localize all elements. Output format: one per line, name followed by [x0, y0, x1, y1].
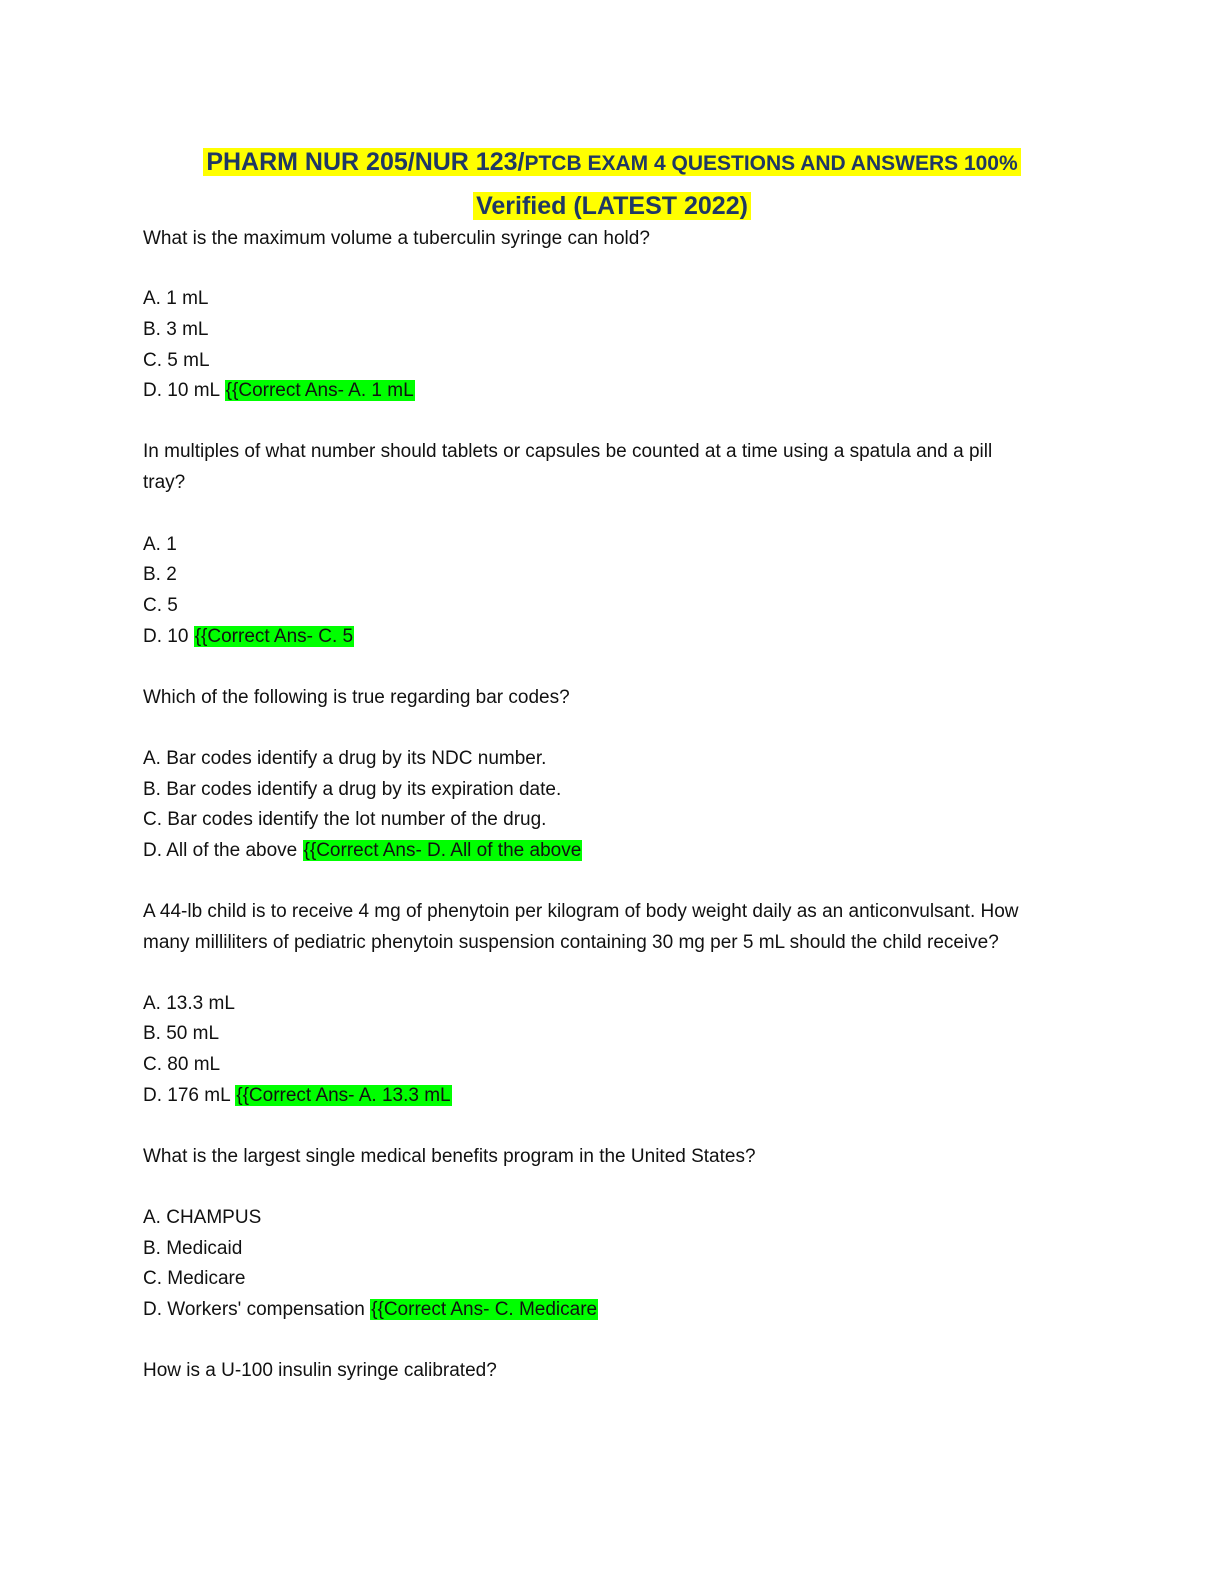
question-1-option-a: A. 1 mL — [143, 288, 209, 309]
question-1-option-b: B. 3 mL — [143, 319, 209, 340]
question-4-option-d: D. 176 mL — [143, 1085, 230, 1106]
question-3-option-c: C. Bar codes identify the lot number of … — [143, 809, 547, 830]
question-2-answer: {{Correct Ans- C. 5 — [193, 626, 355, 647]
question-4-option-c: C. 80 mL — [143, 1054, 221, 1075]
question-4-option-d-row: D. 176 mL {{Correct Ans- A. 13.3 mL — [143, 1081, 452, 1111]
title-highlight: PHARM NUR 205/NUR 123/PTCB EXAM 4 QUESTI… — [203, 148, 1021, 176]
title-part-1: PHARM NUR 205/NUR 123/ — [206, 148, 525, 176]
question-1-text: What is the maximum volume a tuberculin … — [143, 228, 650, 249]
question-5-option-a: A. CHAMPUS — [143, 1207, 262, 1228]
question-1-option-d: D. 10 mL — [143, 380, 220, 401]
question-4-option-a: A. 13.3 mL — [143, 993, 235, 1014]
question-2-text-line-2: tray? — [143, 472, 186, 493]
question-4-answer: {{Correct Ans- A. 13.3 mL — [235, 1085, 452, 1106]
question-3-option-b: B. Bar codes identify a drug by its expi… — [143, 779, 562, 800]
question-5-option-c: C. Medicare — [143, 1268, 246, 1289]
question-4-option-b: B. 50 mL — [143, 1023, 220, 1044]
question-5-option-b: B. Medicaid — [143, 1238, 243, 1259]
question-2-option-d-row: D. 10 {{Correct Ans- C. 5 — [143, 622, 355, 652]
document-title-line-1: PHARM NUR 205/NUR 123/PTCB EXAM 4 QUESTI… — [0, 142, 1224, 184]
question-1-option-d-row: D. 10 mL {{Correct Ans- A. 1 mL — [143, 376, 415, 406]
question-5-answer: {{Correct Ans- C. Medicare — [370, 1299, 599, 1320]
question-3-option-d: D. All of the above — [143, 840, 298, 861]
question-3-option-a: A. Bar codes identify a drug by its NDC … — [143, 748, 547, 769]
question-3-answer: {{Correct Ans- D. All of the above — [302, 840, 583, 861]
title-line-2: Verified (LATEST 2022) — [473, 192, 751, 220]
question-2-option-a: A. 1 — [143, 534, 177, 555]
question-1-answer: {{Correct Ans- A. 1 mL — [224, 380, 415, 401]
question-3-text: Which of the following is true regarding… — [143, 687, 570, 708]
question-3-option-d-row: D. All of the above {{Correct Ans- D. Al… — [143, 836, 583, 866]
title-part-2: PTCB EXAM 4 QUESTIONS AND ANSWERS 100% — [524, 152, 1018, 175]
question-6-text: How is a U-100 insulin syringe calibrate… — [143, 1360, 497, 1381]
question-5-text: What is the largest single medical benef… — [143, 1146, 756, 1167]
document-title-line-2: Verified (LATEST 2022) — [0, 186, 1224, 226]
question-1-option-c: C. 5 mL — [143, 350, 210, 371]
question-2-option-d: D. 10 — [143, 626, 189, 647]
question-4-text-line-2: many milliliters of pediatric phenytoin … — [143, 932, 999, 953]
question-5-option-d-row: D. Workers' compensation {{Correct Ans- … — [143, 1295, 599, 1325]
question-2-text-line-1: In multiples of what number should table… — [143, 441, 993, 462]
question-2-option-b: B. 2 — [143, 564, 177, 585]
question-4-text-line-1: A 44-lb child is to receive 4 mg of phen… — [143, 901, 1019, 922]
question-2-option-c: C. 5 — [143, 595, 178, 616]
question-5-option-d: D. Workers' compensation — [143, 1299, 365, 1320]
